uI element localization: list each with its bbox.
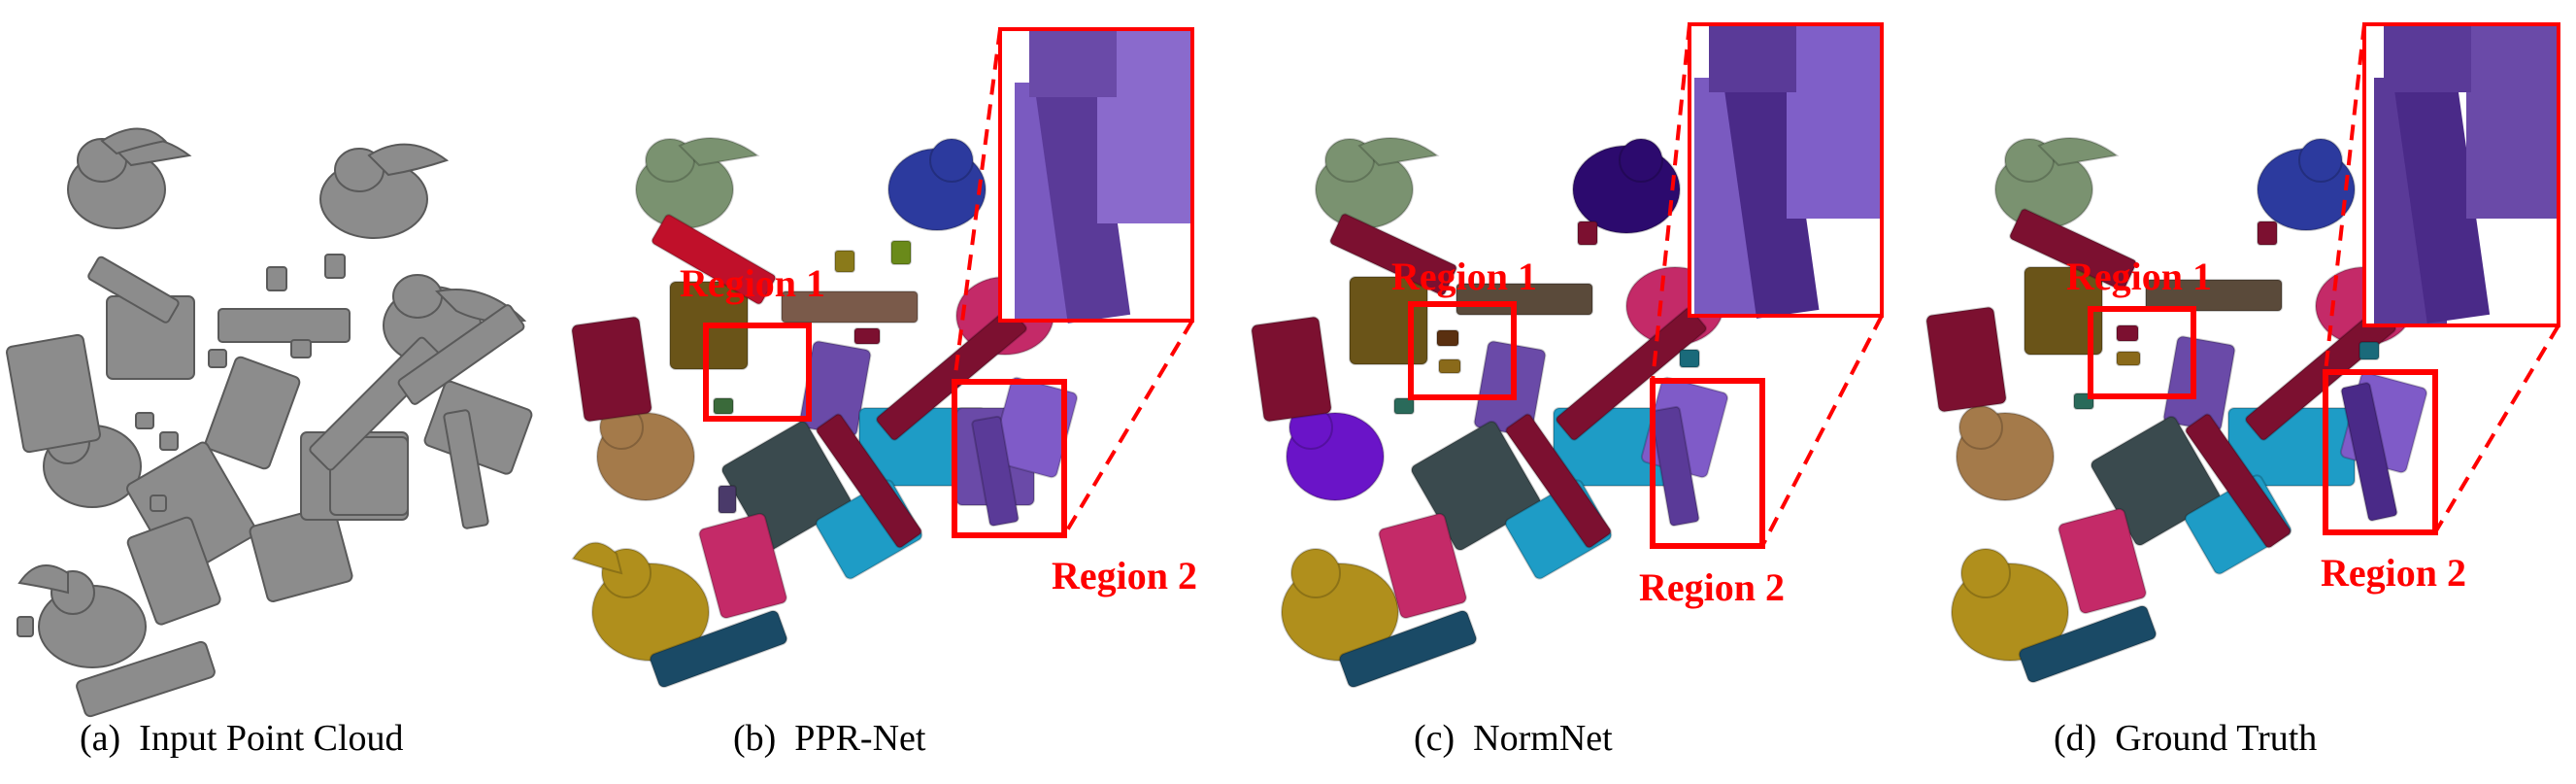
bunny-shape [1315, 137, 1440, 229]
bunny-shape [571, 541, 710, 662]
panel-c-normnet [1251, 22, 1884, 689]
highlight-box-region-1 [1408, 301, 1517, 400]
bunny-shape [596, 405, 695, 501]
caption-a: (a) Input Point Cloud [80, 718, 404, 759]
panel-a-input-point-cloud [6, 127, 533, 718]
panel-b-ppr-net [571, 27, 1194, 689]
highlight-box-region-2 [952, 379, 1067, 538]
bunny-shape [887, 138, 987, 231]
zoom-inset [1688, 22, 1884, 319]
zoom-inset [2362, 22, 2560, 327]
region-label-d-2: Region 2 [2321, 551, 2466, 595]
bunny-shape [1994, 137, 2120, 229]
bunny-shape [2257, 138, 2356, 231]
bunny-shape [1572, 138, 1681, 234]
bunny-shape [1286, 405, 1385, 501]
bunny-shape [1281, 548, 1399, 662]
bunny-shape [1951, 548, 2069, 662]
zoom-inset [998, 27, 1194, 324]
region-label-c-1: Region 1 [1391, 255, 1537, 298]
caption-b: (b) PPR-Net [733, 718, 926, 759]
highlight-box-region-2 [1650, 378, 1765, 549]
caption-d: (d) Ground Truth [2054, 718, 2318, 759]
highlight-box-region-1 [2088, 306, 2196, 399]
region-label-c-2: Region 2 [1639, 565, 1785, 609]
panel-d-ground-truth [1925, 22, 2560, 684]
bunny-shape [319, 143, 450, 239]
highlight-box-region-2 [2323, 369, 2438, 535]
bunny-shape [1956, 405, 2055, 501]
caption-c: (c) NormNet [1414, 718, 1613, 759]
region-label-d-1: Region 1 [2066, 255, 2212, 298]
region-label-b-1: Region 1 [680, 261, 825, 305]
bunny-shape [635, 137, 760, 229]
region-label-b-2: Region 2 [1052, 554, 1197, 597]
bunny-shape [17, 564, 147, 668]
highlight-box-region-1 [703, 323, 812, 422]
bunny-shape [67, 127, 192, 229]
